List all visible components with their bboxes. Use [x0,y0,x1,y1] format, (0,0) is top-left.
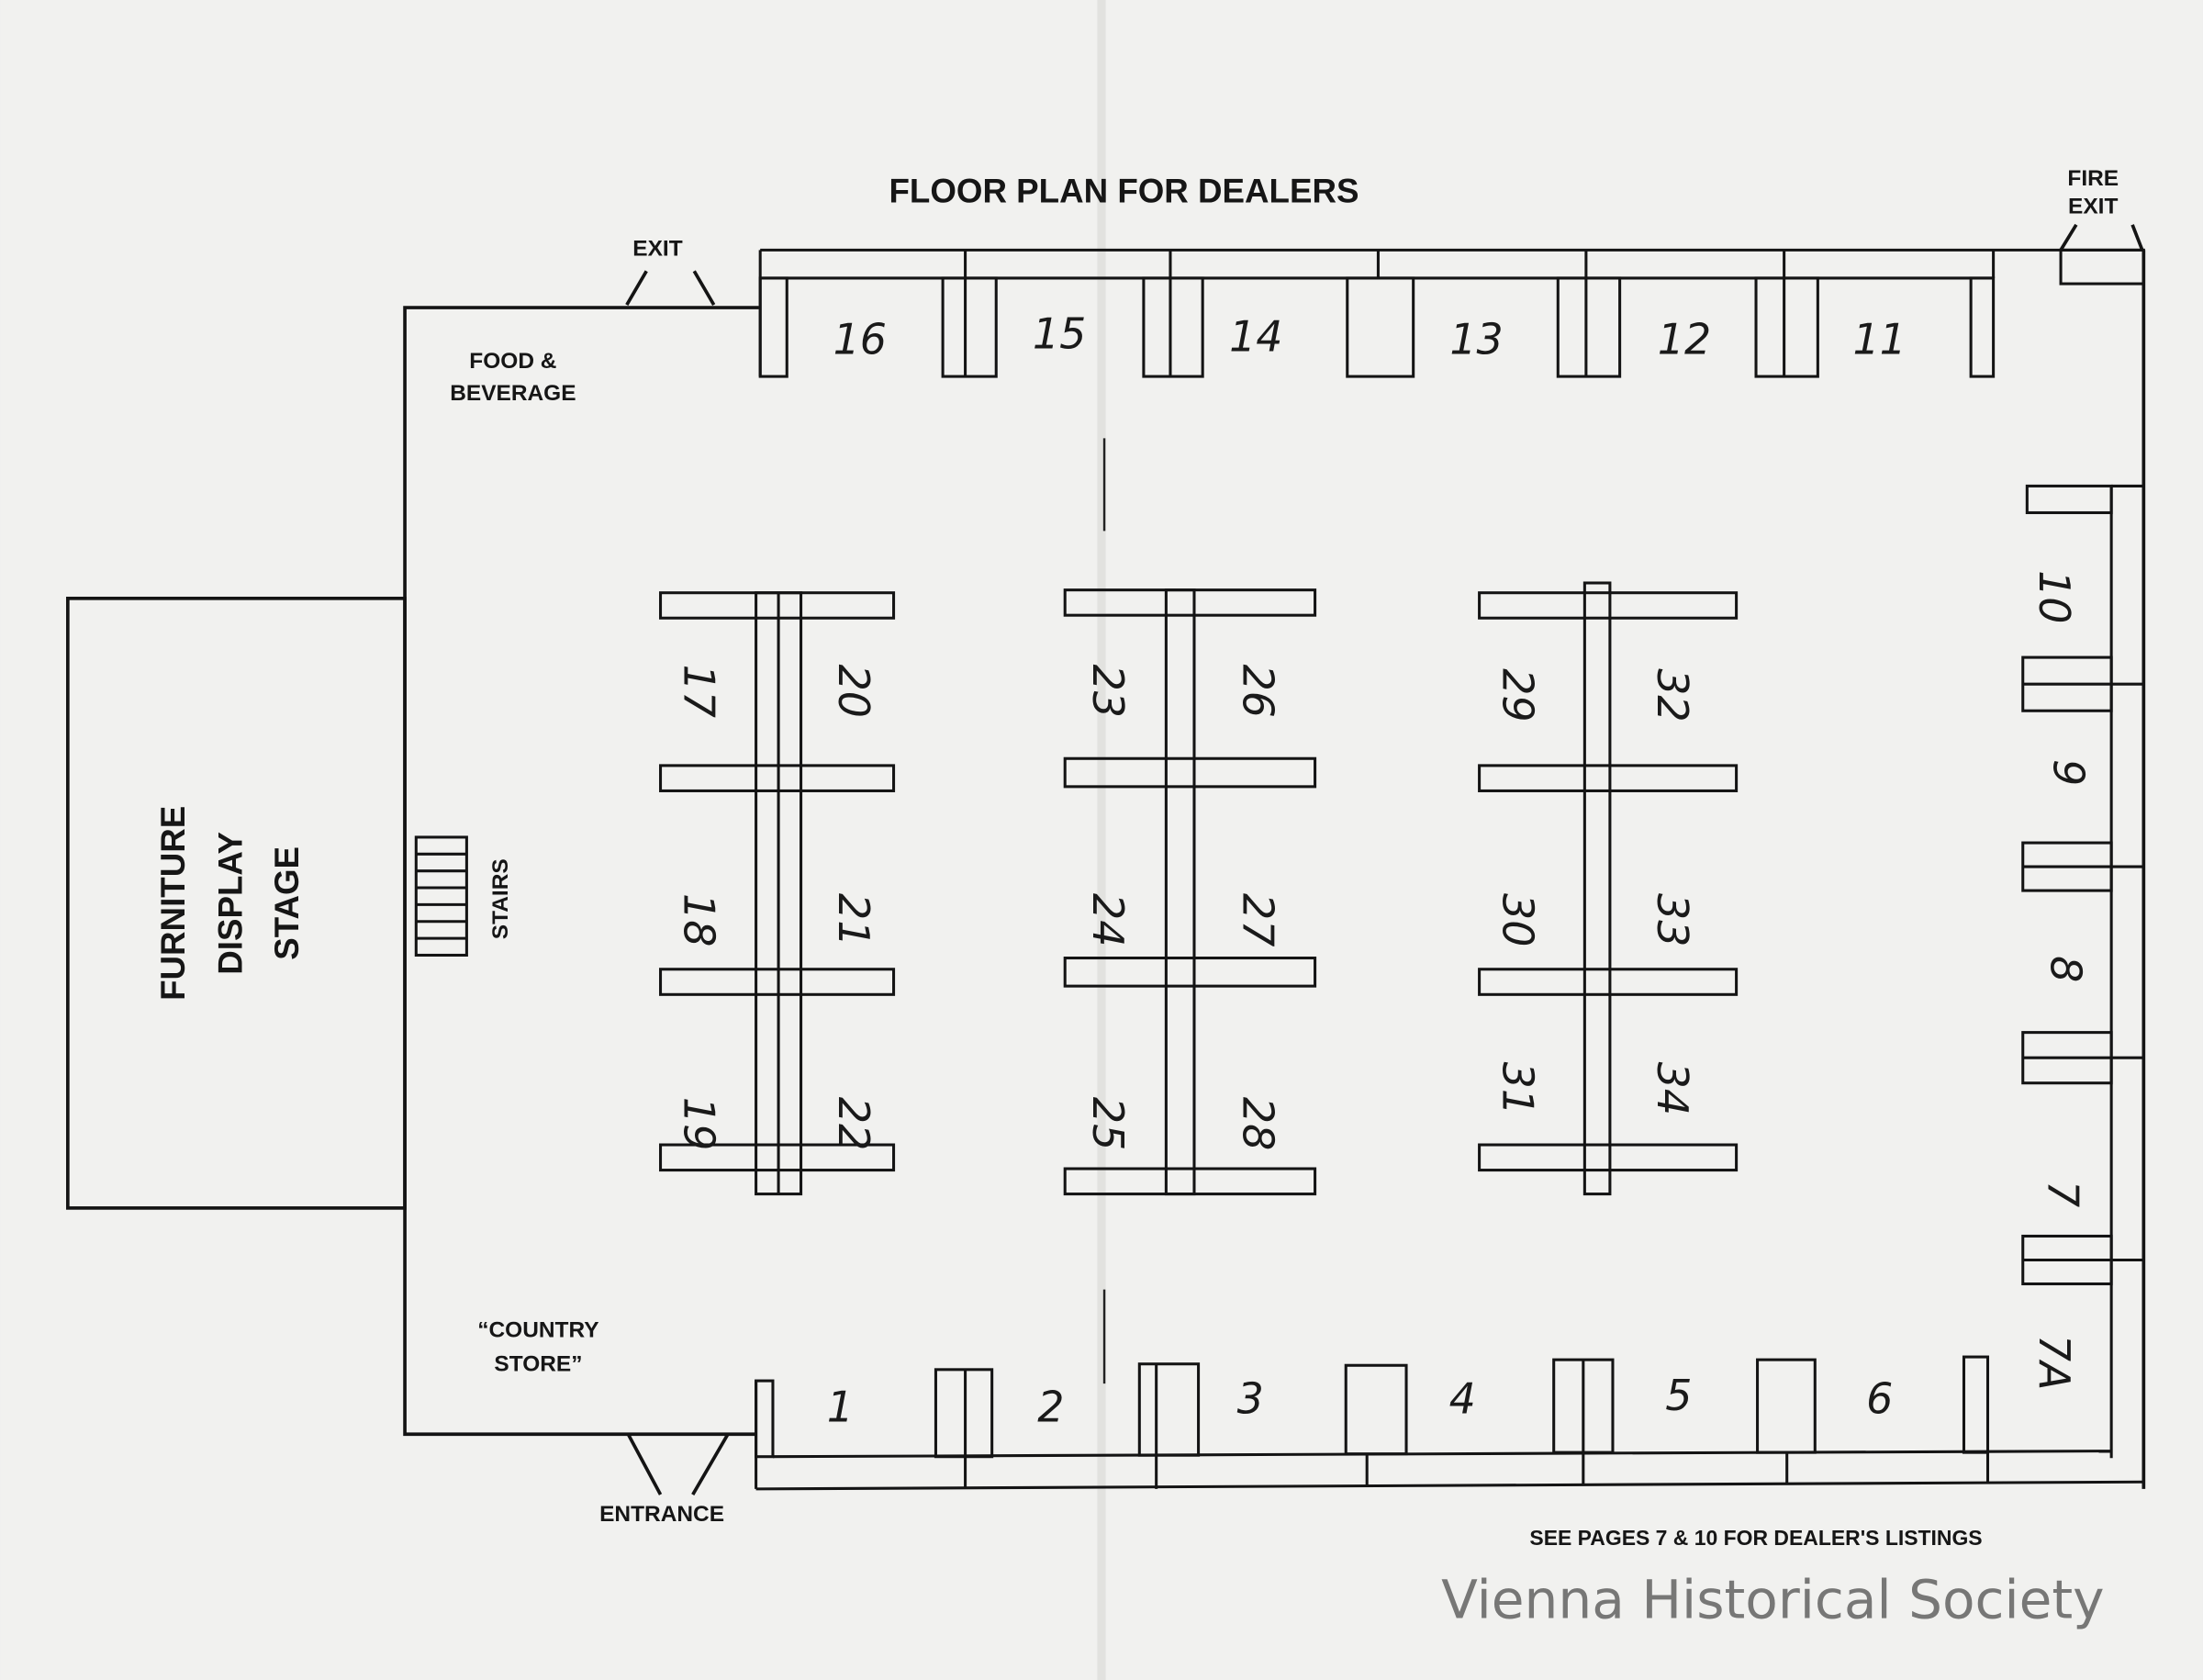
fire-exit-label: FIRE [2067,166,2119,191]
stage-label: FURNITURE [154,806,192,1001]
booth-31: 31 [1493,1062,1543,1115]
booth-14: 14 [1229,312,1282,362]
booth-24: 24 [1083,893,1133,946]
booth-18: 18 [675,893,724,946]
booth-30: 30 [1493,893,1543,946]
page-title: FLOOR PLAN FOR DEALERS [889,172,1359,209]
furniture-stage [66,596,407,1210]
booth-7a: 7A [2030,1335,2079,1391]
booth-29: 29 [1493,668,1543,722]
stage-label: DISPLAY [212,832,250,975]
stairs-label: STAIRS [488,858,513,939]
booth-21: 21 [829,893,878,946]
booth-32: 32 [1648,668,1697,722]
booth-8: 8 [2041,956,2090,982]
stairs-icon [414,835,468,957]
stage-label: STAGE [268,846,306,960]
booth-11: 11 [1852,315,1906,364]
booth-19: 19 [675,1097,724,1150]
booth-4: 4 [1449,1373,1476,1423]
food-beverage-label: FOOD & [469,349,556,374]
booth-9: 9 [2043,759,2093,786]
booth-23: 23 [1083,665,1133,718]
see-pages-note: SEE PAGES 7 & 10 FOR DEALER'S LISTINGS [1529,1526,1982,1550]
booth-12: 12 [1658,315,1711,364]
booth-15: 15 [1033,308,1086,358]
right-booth-strip [2021,484,2144,1459]
booth-17: 17 [675,665,724,718]
fire-exit-label: EXIT [2068,195,2118,219]
island-17-22 [659,591,896,1196]
booth-6: 6 [1866,1373,1893,1423]
top-booth-strip [758,248,2145,378]
island-23-28 [1063,588,1317,1196]
booth-16: 16 [833,315,887,364]
booth-34: 34 [1648,1062,1697,1115]
booth-3: 3 [1237,1373,1264,1423]
exit-label: EXIT [632,236,682,261]
booth-33: 33 [1648,893,1697,946]
booth-2: 2 [1037,1382,1064,1431]
country-store-label: STORE” [494,1351,582,1376]
booth-1: 1 [827,1382,854,1431]
watermark: Vienna Historical Society [1441,1569,2104,1631]
booth-27: 27 [1234,893,1283,946]
booth-20: 20 [829,665,878,718]
bottom-booth-strip [755,1355,2144,1491]
booth-5: 5 [1665,1371,1692,1420]
booth-7: 7 [2038,1181,2087,1207]
booth-22: 22 [829,1097,878,1150]
entrance-label: ENTRANCE [599,1502,724,1527]
booth-25: 25 [1083,1097,1133,1150]
island-29-34 [1478,581,1739,1196]
booth-13: 13 [1449,315,1503,364]
booth-28: 28 [1234,1097,1283,1150]
country-store-label: “COUNTRY [477,1318,598,1343]
food-beverage-label: BEVERAGE [450,381,576,406]
booth-10: 10 [2030,570,2079,623]
booth-26: 26 [1234,665,1283,718]
